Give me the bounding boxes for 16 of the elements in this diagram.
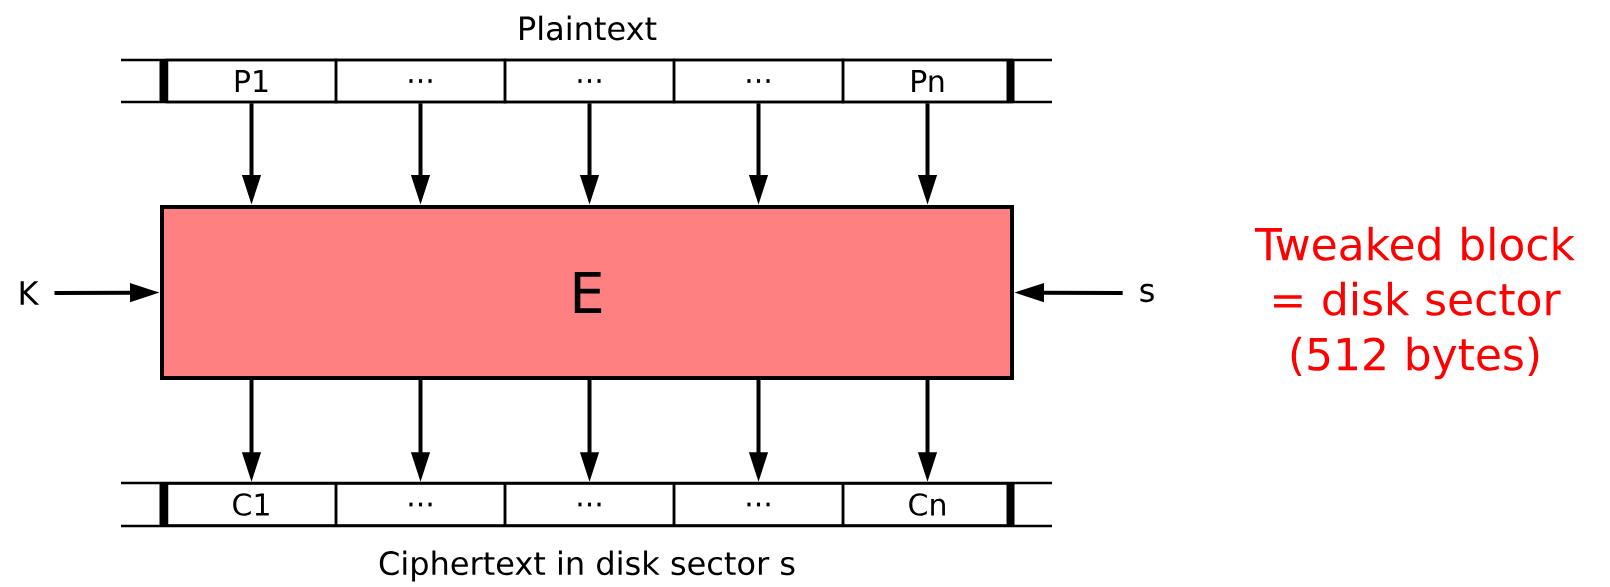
block-cell: C1 (165, 482, 338, 527)
input-label: s (1140, 283, 1154, 303)
block-cell: Cn (841, 482, 1014, 527)
input-label: K (20, 281, 40, 305)
block-cell: Pn (841, 58, 1014, 104)
block-cell: ... (334, 58, 507, 104)
caption-text: Ciphertext in disk sector s (379, 550, 795, 582)
block-cell: ... (334, 482, 507, 527)
cipher-box: E (160, 205, 1014, 380)
block-cell: ... (672, 482, 845, 527)
block-cell: ... (672, 58, 845, 104)
note-text: Tweaked block = disk sector (512 bytes) (1254, 226, 1575, 380)
title-text: Plaintext (520, 15, 657, 41)
block-cell: ... (503, 482, 676, 527)
block-cell: ... (503, 58, 676, 104)
block-cell: P1 (165, 58, 338, 104)
